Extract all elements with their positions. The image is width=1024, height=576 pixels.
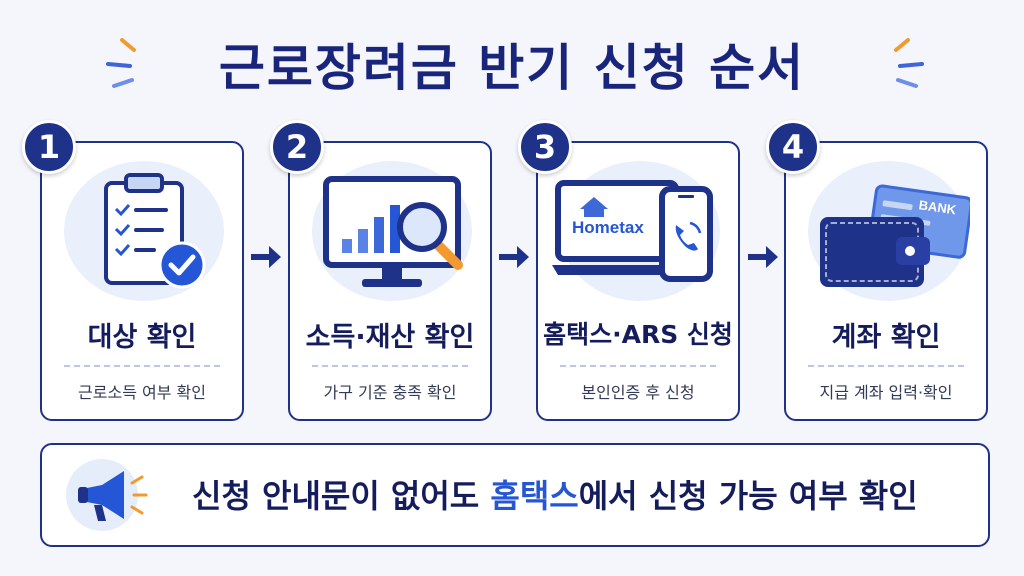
left-spark-icon	[106, 38, 136, 88]
step-card-1: 대상 확인 근로소득 여부 확인	[40, 141, 244, 421]
step-title: 홈택스·ARS 신청	[543, 320, 733, 349]
step-subtitle: 가구 기준 충족 확인	[323, 383, 457, 402]
step-number-badge: 2	[270, 120, 324, 174]
step-subtitle: 본인인증 후 신청	[581, 383, 695, 402]
step-card-2: 소득·재산 확인 가구 기준 충족 확인	[288, 141, 492, 421]
step-title: 소득·재산 확인	[305, 322, 475, 353]
step-title: 대상 확인	[87, 322, 197, 353]
notice-banner: 신청 안내문이 없어도 홈택스에서 신청 가능 여부 확인	[40, 443, 990, 547]
laptop-phone-icon: Hometax	[552, 180, 713, 282]
megaphone-icon	[78, 471, 148, 521]
banner-text-after: 에서 신청 가능 여부 확인	[578, 477, 918, 515]
right-spark-icon	[894, 38, 924, 88]
step-number-badge: 3	[518, 120, 572, 174]
divider	[560, 365, 716, 367]
banner-text: 신청 안내문이 없어도 홈택스에서 신청 가능 여부 확인	[192, 471, 918, 517]
arrow-right-icon	[748, 246, 778, 268]
step-subtitle: 근로소득 여부 확인	[78, 383, 206, 402]
arrow-right-icon	[499, 246, 529, 268]
banner-text-before: 신청 안내문이 없어도	[192, 477, 491, 515]
arrow-right-icon	[251, 246, 281, 268]
page-title: 근로장려금 반기 신청 순서	[218, 39, 806, 97]
divider	[312, 365, 468, 367]
clipboard-check-icon	[104, 173, 206, 289]
divider	[64, 365, 220, 367]
wallet-bank-card-icon: BANK	[820, 184, 970, 287]
hometax-screen-label: Hometax	[572, 218, 644, 237]
banner-highlight: 홈택스	[490, 477, 579, 515]
step-number-badge: 4	[766, 120, 820, 174]
step-subtitle: 지급 계좌 입력·확인	[819, 383, 953, 402]
bank-card-label: BANK	[918, 197, 958, 217]
step-card-4: BANK 계좌 확인 지급 계좌 입력·확인	[784, 141, 988, 421]
step-card-3: Hometax 홈택스·ARS 신청 본인인증 후 신청	[536, 141, 740, 421]
step-title: 계좌 확인	[831, 322, 941, 353]
divider	[808, 365, 964, 367]
step-number-badge: 1	[22, 120, 76, 174]
monitor-chart-magnifier-icon	[323, 176, 463, 287]
